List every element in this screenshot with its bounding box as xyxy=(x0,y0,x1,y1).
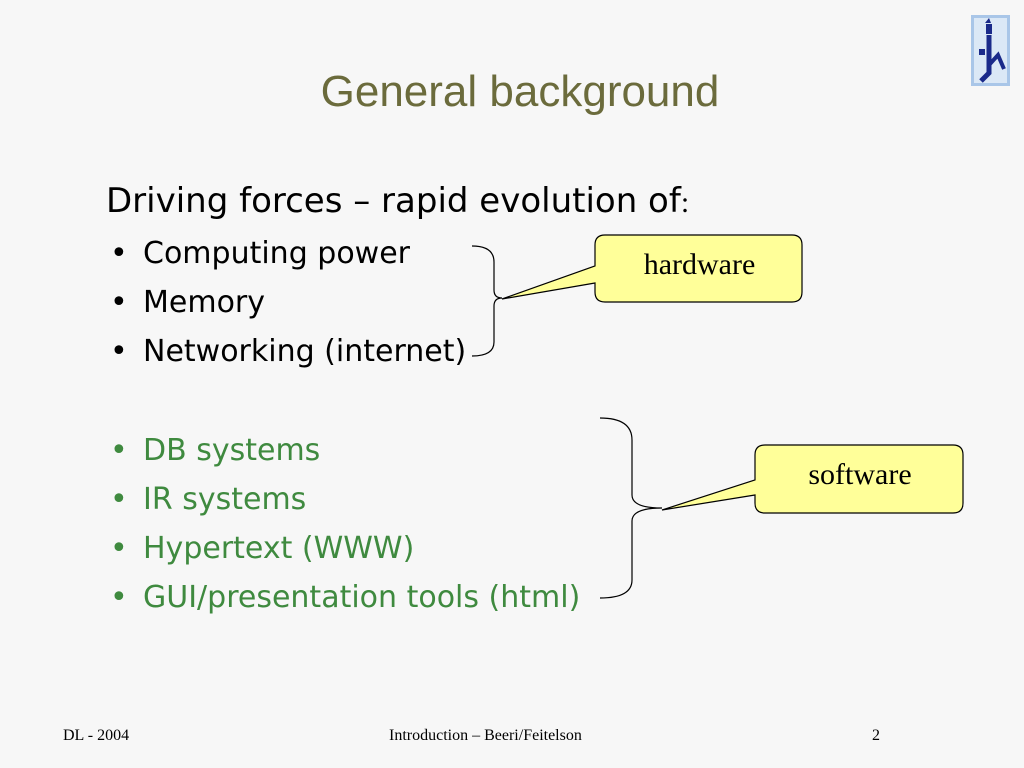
bullet-dot: • xyxy=(110,482,128,517)
bullet-item-db-systems: • DB systems xyxy=(110,431,320,471)
footer-title: Introduction – Beeri/Feitelson xyxy=(389,727,582,744)
bullet-dot: • xyxy=(110,236,128,271)
bullet-dot: • xyxy=(110,285,128,320)
bullet-item-computing-power: • Computing power xyxy=(110,234,410,274)
bullet-dot: • xyxy=(110,433,128,468)
bullet-text: Networking (internet) xyxy=(143,334,467,369)
footer-course: DL - 2004 xyxy=(63,727,130,744)
bullet-text: GUI/presentation tools (html) xyxy=(143,580,581,615)
software-callout-label: software xyxy=(808,458,912,491)
bullet-dot: • xyxy=(110,580,128,615)
bullet-dot: • xyxy=(110,531,128,566)
bullet-item-memory: • Memory xyxy=(110,283,265,323)
section-heading-colon: : xyxy=(680,186,690,219)
bullet-text: Hypertext (WWW) xyxy=(143,531,415,566)
bullet-text: DB systems xyxy=(143,433,321,468)
bullet-item-networking: • Networking (internet) xyxy=(110,332,466,372)
section-heading: Driving forces – rapid evolution of: xyxy=(106,178,689,226)
university-logo-icon xyxy=(971,15,1010,86)
bullet-item-hypertext: • Hypertext (WWW) xyxy=(110,529,414,569)
software-brace xyxy=(599,417,663,599)
hardware-callout-label: hardware xyxy=(643,248,756,281)
footer-page-number: 2 xyxy=(872,727,880,744)
section-heading-text: Driving forces – rapid evolution of xyxy=(106,181,681,221)
bullet-text: Memory xyxy=(143,285,266,320)
bullet-text: Computing power xyxy=(143,236,410,271)
bullet-text: IR systems xyxy=(143,482,307,517)
bullet-dot: • xyxy=(110,334,128,369)
bullet-item-ir-systems: • IR systems xyxy=(110,480,306,520)
slide-title: General background xyxy=(320,67,720,116)
bullet-item-gui-tools: • GUI/presentation tools (html) xyxy=(110,578,580,618)
hardware-brace xyxy=(471,245,503,357)
